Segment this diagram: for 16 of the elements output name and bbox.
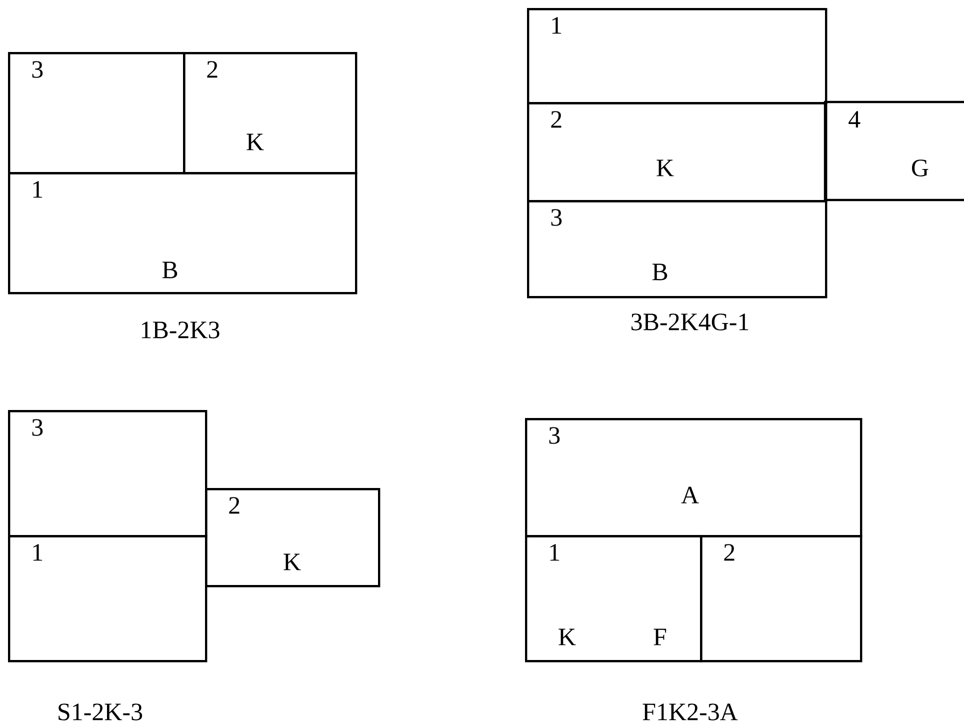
cell: 1 K F [525,535,702,662]
cell: 1 [527,8,828,104]
caption: F1K2-3A [642,704,738,720]
cell: 2 K [527,102,828,202]
cell: 1 [8,535,208,662]
caption: 1B-2K3 [142,322,220,338]
cell: 3 B [527,200,828,298]
cell: 2 K [183,52,358,174]
cell: 3 [8,410,208,538]
caption: S1-2K-3 [58,704,142,720]
cell: 2 K [205,488,380,588]
cell: 1 B [8,172,358,294]
cell: 3 [8,52,186,174]
cell: 3 A [525,418,862,538]
cell: 2 [700,535,862,662]
cell: 4 G [824,100,964,202]
